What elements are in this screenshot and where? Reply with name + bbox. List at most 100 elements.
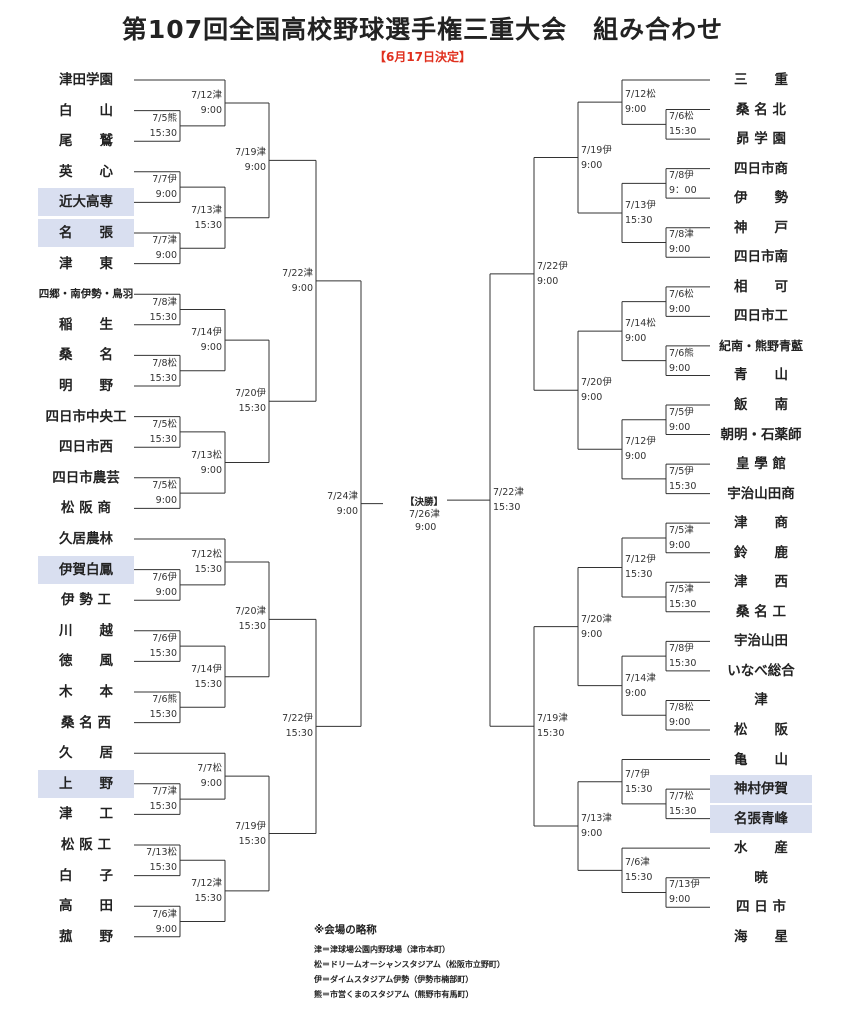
match-time: 9:00: [581, 828, 603, 839]
venue-note: 伊＝ダイムスタジアム伊勢（伊勢市楠部町）: [314, 975, 474, 984]
team-name: 津 商: [734, 515, 788, 532]
match-date: 7/7津: [152, 786, 177, 798]
match-time: 9:00: [625, 333, 647, 345]
team-name: 津 工: [59, 806, 113, 823]
match-date: 7/13松: [191, 449, 222, 461]
team-name: 皇 學 館: [736, 456, 786, 473]
team-name: 四日市農芸: [52, 469, 120, 486]
team-name: 伊賀白鳳: [38, 555, 134, 584]
team-name: 川 越: [59, 622, 113, 639]
team-name: 木 本: [59, 684, 113, 700]
match-date: 7/8伊: [669, 170, 694, 182]
team-name: 紀南・熊野青藍: [718, 338, 803, 353]
team-name: 明 野: [59, 378, 113, 394]
match-time: 9:00: [155, 923, 177, 935]
match-date: 7/13津: [191, 204, 222, 216]
team-name: 津田学園: [59, 72, 113, 88]
match-date: 7/20津: [581, 613, 612, 625]
match-date: 7/8津: [152, 296, 177, 308]
match-date: 7/6伊: [152, 633, 177, 645]
match-time: 9:00: [200, 464, 222, 476]
match-date: 7/20伊: [581, 377, 612, 389]
match-time: 9:00: [336, 505, 358, 517]
match-time: 15:30: [537, 728, 565, 740]
team-name: 神村伊賀: [710, 775, 812, 804]
match-time: 9:00: [581, 628, 603, 640]
match-time: 9:00: [625, 104, 647, 116]
match-date: 7/5熊: [152, 112, 177, 124]
team-name: 四日市中央工: [45, 408, 127, 425]
match-date: 7/5伊: [669, 406, 694, 418]
match-time: 15:30: [625, 872, 653, 884]
match-time: 9:00: [537, 275, 559, 287]
match-time: 15:30: [194, 563, 222, 575]
match-date: 7/12津: [191, 89, 222, 101]
match-date: 7/7伊: [625, 768, 650, 780]
team-name: 四郷・南伊勢・鳥羽: [38, 288, 134, 301]
match-date: 7/6松: [669, 111, 694, 123]
match-date: 7/22伊: [282, 713, 313, 725]
match-time: 15:30: [149, 433, 177, 445]
match-date: 7/12伊: [625, 436, 656, 448]
match-date: 7/14伊: [191, 327, 222, 339]
match-time: 15:30: [149, 862, 177, 874]
match-date: 7/5松: [152, 418, 177, 430]
team-name: いなべ総合: [727, 662, 795, 679]
match-time: 9:00: [669, 421, 691, 433]
match-time: 15:30: [149, 801, 177, 813]
match-date: 7/8伊: [669, 643, 694, 655]
match-time: 15:30: [285, 728, 313, 740]
team-name: 神 戸: [734, 219, 788, 236]
team-name: 名張青峰: [710, 804, 812, 833]
match-time: 15:30: [669, 126, 697, 138]
match-date: 7/20津: [235, 606, 266, 618]
match-date: 7/6伊: [152, 571, 177, 583]
team-name: 相 可: [734, 278, 788, 295]
team-name: 宇治山田商: [727, 485, 795, 502]
match-time: 15:30: [194, 892, 222, 904]
match-date: 7/6津: [625, 857, 650, 869]
match-time: 9:00: [669, 303, 691, 315]
match-time: 9:00: [669, 244, 691, 256]
page-title: 第107回全国高校野球選手権三重大会 組み合わせ: [121, 15, 724, 44]
team-name: 亀 山: [734, 751, 788, 768]
team-name: 津 東: [59, 255, 113, 272]
match-date: 7/14松: [625, 318, 656, 330]
match-date: 7/19津: [235, 147, 266, 159]
match-date: 7/20伊: [235, 388, 266, 400]
match-date: 7/8津: [669, 229, 694, 241]
team-name: 四日市工: [734, 308, 788, 325]
team-name: 朝明・石薬師: [720, 426, 802, 443]
team-name: 四 日 市: [736, 899, 786, 916]
team-name: 稲 生: [59, 316, 113, 333]
match-time: 15:30: [669, 599, 697, 611]
match-date: 7/6津: [152, 908, 177, 920]
match-date: 7/6熊: [669, 347, 694, 359]
team-name: 伊 勢: [734, 190, 788, 207]
match-time: 15:30: [625, 783, 653, 795]
team-name: 松 阪: [734, 721, 788, 738]
match-date: 7/19伊: [235, 820, 266, 832]
match-time: 15:30: [149, 311, 177, 323]
match-time: 15:30: [149, 372, 177, 384]
match-date: 7/13津: [581, 813, 612, 824]
team-name: 水 産: [734, 840, 788, 857]
venue-legend: ※会場の略称 津＝津球場公園内野球場（津市本町） 松＝ドリームオーシャンスタジア…: [314, 922, 574, 1002]
match-time: 15:30: [669, 805, 697, 817]
team-name: 上 野: [38, 769, 134, 798]
decision-date: 【6月17日決定】: [373, 50, 472, 64]
team-name: 青 山: [734, 367, 788, 384]
venue-note: 熊＝市営くまのスタジアム（熊野市有馬町）: [314, 990, 474, 999]
match-time: 9:00: [244, 162, 266, 174]
match-date: 7/7松: [669, 790, 694, 802]
match-time: 9:00: [200, 778, 222, 790]
match-time: 9:00: [581, 392, 603, 404]
match-time: 9:00: [155, 586, 177, 598]
team-name: 宇治山田: [734, 633, 788, 650]
match-date: 7/5津: [669, 524, 694, 536]
venue-note: 津＝津球場公園内野球場（津市本町）: [314, 945, 450, 954]
team-name: 名 張: [38, 219, 134, 247]
team-name: 菰 野: [59, 928, 113, 945]
match-date: 7/24津: [327, 490, 358, 502]
